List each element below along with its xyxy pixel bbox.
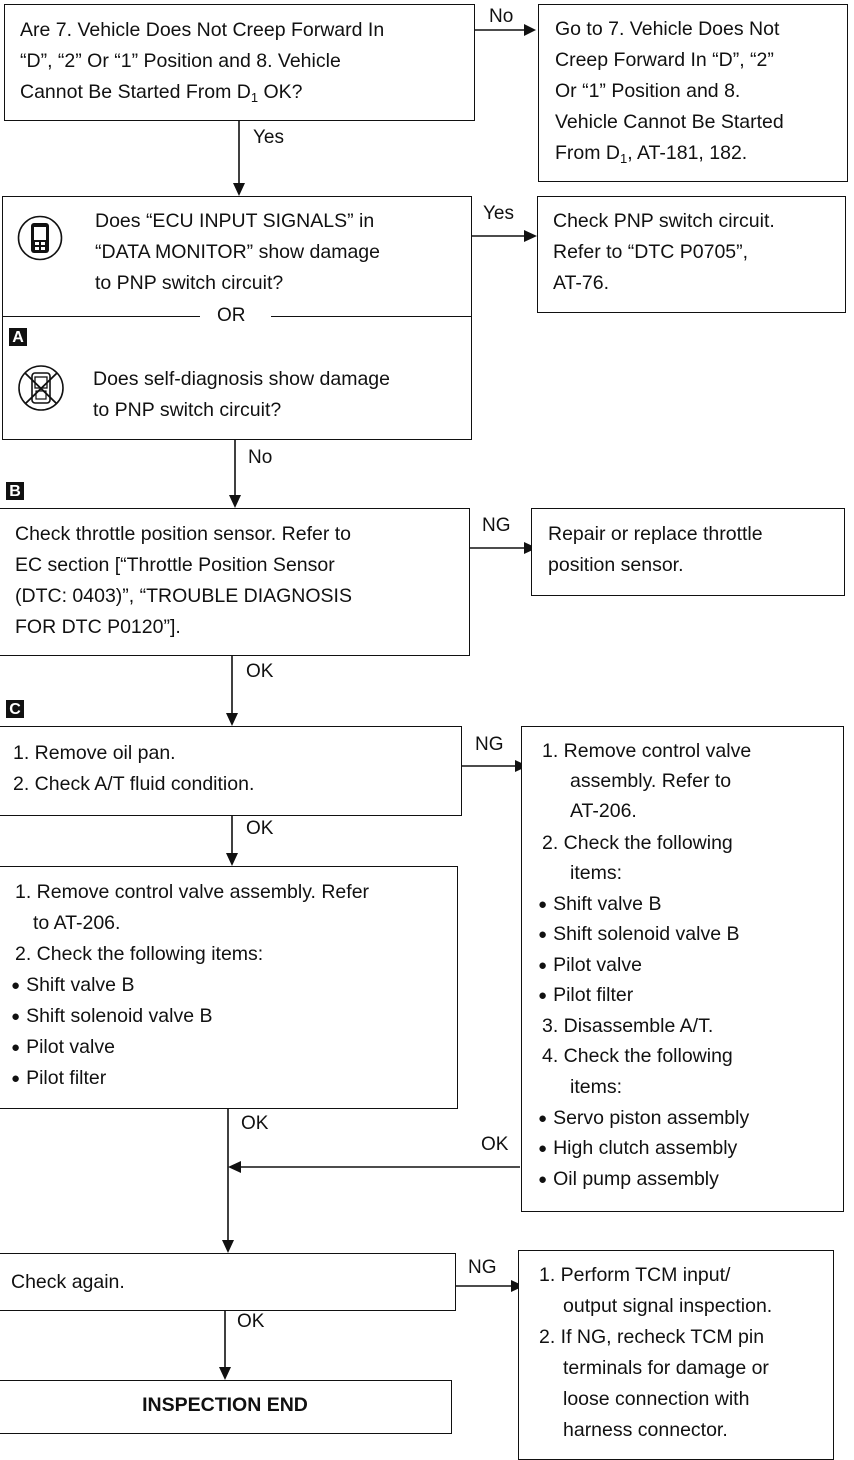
tcm-line: output signal inspection.: [563, 1295, 773, 1317]
procedure-line: 1. Remove control valve: [542, 740, 752, 762]
procedure-box-control-valve: 1. Remove control valve assembly. Refer …: [0, 866, 458, 1109]
check-box-throttle-sensor: Check throttle position sensor. Refer to…: [0, 508, 470, 656]
procedure-bullet: Pilot filter: [538, 980, 633, 1012]
section-badge-b: B: [6, 482, 24, 500]
pnp-result-line-3: AT-76.: [553, 272, 609, 294]
valve-line: 2. Check the following items:: [15, 943, 264, 965]
valve-line: 1. Remove control valve assembly. Refer: [15, 881, 370, 903]
label-no-2: No: [248, 447, 273, 468]
procedure-line: 2. Check the following: [542, 832, 733, 854]
label-ng-3: NG: [468, 1257, 497, 1278]
procedure-bullet: Shift valve B: [538, 889, 661, 921]
repair-line-1: Repair or replace throttle: [548, 523, 763, 545]
throttle-line-3: (DTC: 0403)”, “TROUBLE DIAGNOSIS: [15, 585, 352, 607]
question-line-3: Cannot Be Started From D1 OK?: [20, 81, 303, 105]
label-yes-1: Yes: [253, 127, 284, 148]
label-yes-2: Yes: [483, 203, 514, 224]
tcm-line: 2. If NG, recheck TCM pin: [539, 1326, 765, 1348]
self-diag-question-line-2: to PNP switch circuit?: [93, 399, 282, 421]
oil-pan-line-2: 2. Check A/T fluid condition.: [13, 773, 255, 795]
procedure-bullet: High clutch assembly: [538, 1133, 737, 1165]
pnp-result-line-1: Check PNP switch circuit.: [553, 210, 775, 232]
label-no-1: No: [489, 6, 514, 27]
self-diag-question-line-1: Does self-diagnosis show damage: [93, 368, 390, 390]
section-badge-a: A: [9, 328, 27, 346]
throttle-line-1: Check throttle position sensor. Refer to: [15, 523, 352, 545]
result-line-1: Go to 7. Vehicle Does Not: [555, 18, 780, 40]
oil-pan-line-1: 1. Remove oil pan.: [13, 742, 176, 764]
inspection-end-text: INSPECTION END: [142, 1394, 308, 1416]
valve-bullet: Pilot valve: [11, 1032, 115, 1064]
valve-bullet: Shift solenoid valve B: [11, 1001, 212, 1033]
result-line-3: Or “1” Position and 8.: [555, 80, 741, 102]
result-box-go-to-7-and-8: Go to 7. Vehicle Does Not Creep Forward …: [538, 4, 848, 182]
procedure-box-disassemble: 1. Remove control valve assembly. Refer …: [521, 726, 844, 1212]
label-ng-2: NG: [475, 734, 504, 755]
label-ok-4: OK: [481, 1134, 509, 1155]
procedure-box-tcm-inspection: 1. Perform TCM input/ output signal insp…: [518, 1250, 834, 1460]
label-ok-3: OK: [241, 1113, 269, 1134]
result-line-5: From D1, AT-181, 182.: [555, 142, 748, 166]
question-box-creep-and-start: Are 7. Vehicle Does Not Creep Forward In…: [4, 4, 475, 121]
or-divider-right: [271, 316, 471, 317]
no-tester-icon: [16, 363, 66, 418]
label-ng-1: NG: [482, 515, 511, 536]
handheld-tester-icon: [16, 214, 64, 267]
check-box-oil-pan: 1. Remove oil pan. 2. Check A/T fluid co…: [0, 726, 462, 816]
procedure-line: assembly. Refer to: [570, 770, 732, 792]
procedure-line: items:: [570, 862, 623, 884]
section-badge-c: C: [6, 700, 24, 718]
result-box-repair-throttle: Repair or replace throttle position sens…: [531, 508, 845, 596]
or-divider-left: [3, 316, 200, 317]
question-line-2: “D”, “2” Or “1” Position and 8. Vehicle: [20, 50, 341, 72]
valve-line: to AT-206.: [33, 912, 121, 934]
throttle-line-2: EC section [“Throttle Position Sensor: [15, 554, 335, 576]
procedure-line: AT-206.: [570, 800, 637, 822]
or-divider-label: OR: [217, 305, 246, 326]
procedure-line: items:: [570, 1076, 623, 1098]
tcm-line: 1. Perform TCM input/: [539, 1264, 731, 1286]
throttle-line-4: FOR DTC P0120”].: [15, 616, 181, 638]
tcm-line: harness connector.: [563, 1419, 728, 1441]
result-line-4: Vehicle Cannot Be Started: [555, 111, 784, 133]
valve-bullet: Shift valve B: [11, 970, 134, 1002]
repair-line-2: position sensor.: [548, 554, 684, 576]
label-ok-1: OK: [246, 661, 274, 682]
label-ok-2: OK: [246, 818, 274, 839]
procedure-line: 4. Check the following: [542, 1045, 733, 1067]
check-again-text: Check again.: [11, 1271, 125, 1293]
valve-bullet: Pilot filter: [11, 1063, 106, 1095]
consult-question-line-1: Does “ECU INPUT SIGNALS” in: [95, 210, 375, 232]
procedure-bullet: Oil pump assembly: [538, 1164, 719, 1196]
procedure-bullet: Shift solenoid valve B: [538, 919, 739, 951]
tcm-line: loose connection with: [563, 1388, 750, 1410]
label-ok-5: OK: [237, 1311, 265, 1332]
check-box-check-again: Check again.: [0, 1253, 456, 1311]
procedure-bullet: Servo piston assembly: [538, 1103, 749, 1135]
result-line-2: Creep Forward In “D”, “2”: [555, 49, 774, 71]
terminal-box-inspection-end: INSPECTION END: [0, 1380, 452, 1434]
procedure-line: 3. Disassemble A/T.: [542, 1015, 714, 1037]
consult-question-line-3: to PNP switch circuit?: [95, 272, 284, 294]
question-line-1: Are 7. Vehicle Does Not Creep Forward In: [20, 19, 385, 41]
question-box-pnp-switch: Does “ECU INPUT SIGNALS” in “DATA MONITO…: [2, 196, 472, 440]
result-box-check-pnp: Check PNP switch circuit. Refer to “DTC …: [537, 196, 846, 313]
pnp-result-line-2: Refer to “DTC P0705”,: [553, 241, 749, 263]
consult-question-line-2: “DATA MONITOR” show damage: [95, 241, 380, 263]
procedure-bullet: Pilot valve: [538, 950, 642, 982]
tcm-line: terminals for damage or: [563, 1357, 769, 1379]
